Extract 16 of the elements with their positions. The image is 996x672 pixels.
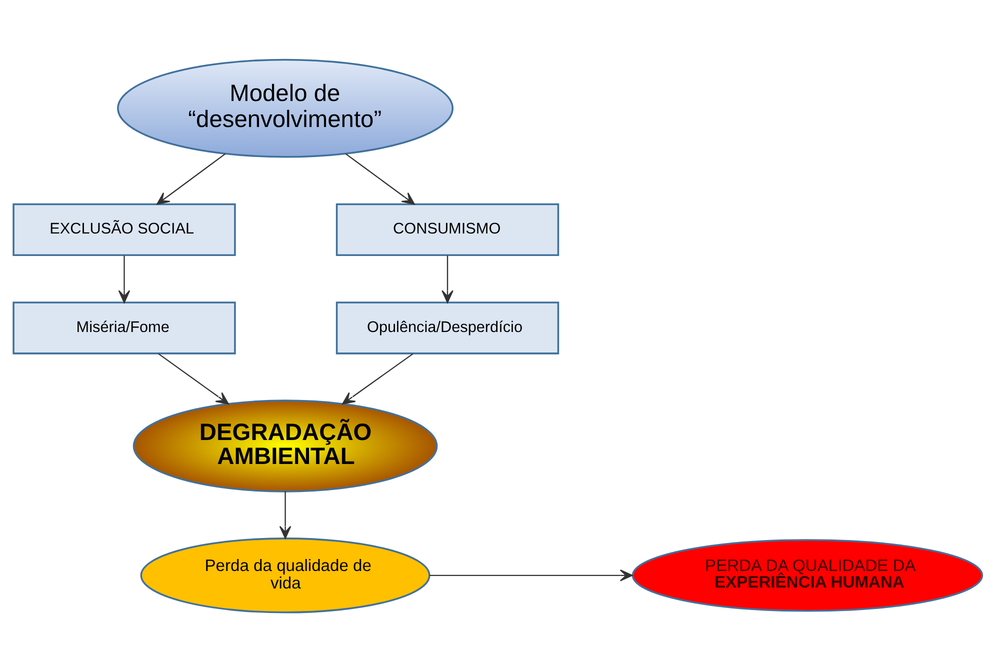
arrow	[118, 256, 130, 304]
node-ellipse: PERDA DA QUALIDADE DA EXPERIÊNCIA HUMANA	[632, 539, 984, 612]
arrow	[158, 353, 229, 405]
node-ellipse: Perda da qualidade de vida	[140, 538, 430, 614]
node-ellipse: DEGRADAÇÃO AMBIENTAL	[132, 400, 438, 492]
node-box: CONSUMISMO	[336, 203, 560, 256]
arrow	[279, 491, 292, 539]
node-box: Miséria/Fome	[12, 302, 236, 354]
arrow	[345, 153, 415, 205]
node-box: EXCLUSÃO SOCIAL	[12, 203, 236, 256]
arrow	[342, 353, 414, 405]
node-ellipse: Modelo de “desenvolvimento”	[117, 58, 454, 158]
arrow	[442, 256, 454, 304]
node-box: Opulência/Desperdício	[336, 302, 560, 354]
arrow	[430, 570, 633, 582]
arrow	[156, 153, 226, 205]
